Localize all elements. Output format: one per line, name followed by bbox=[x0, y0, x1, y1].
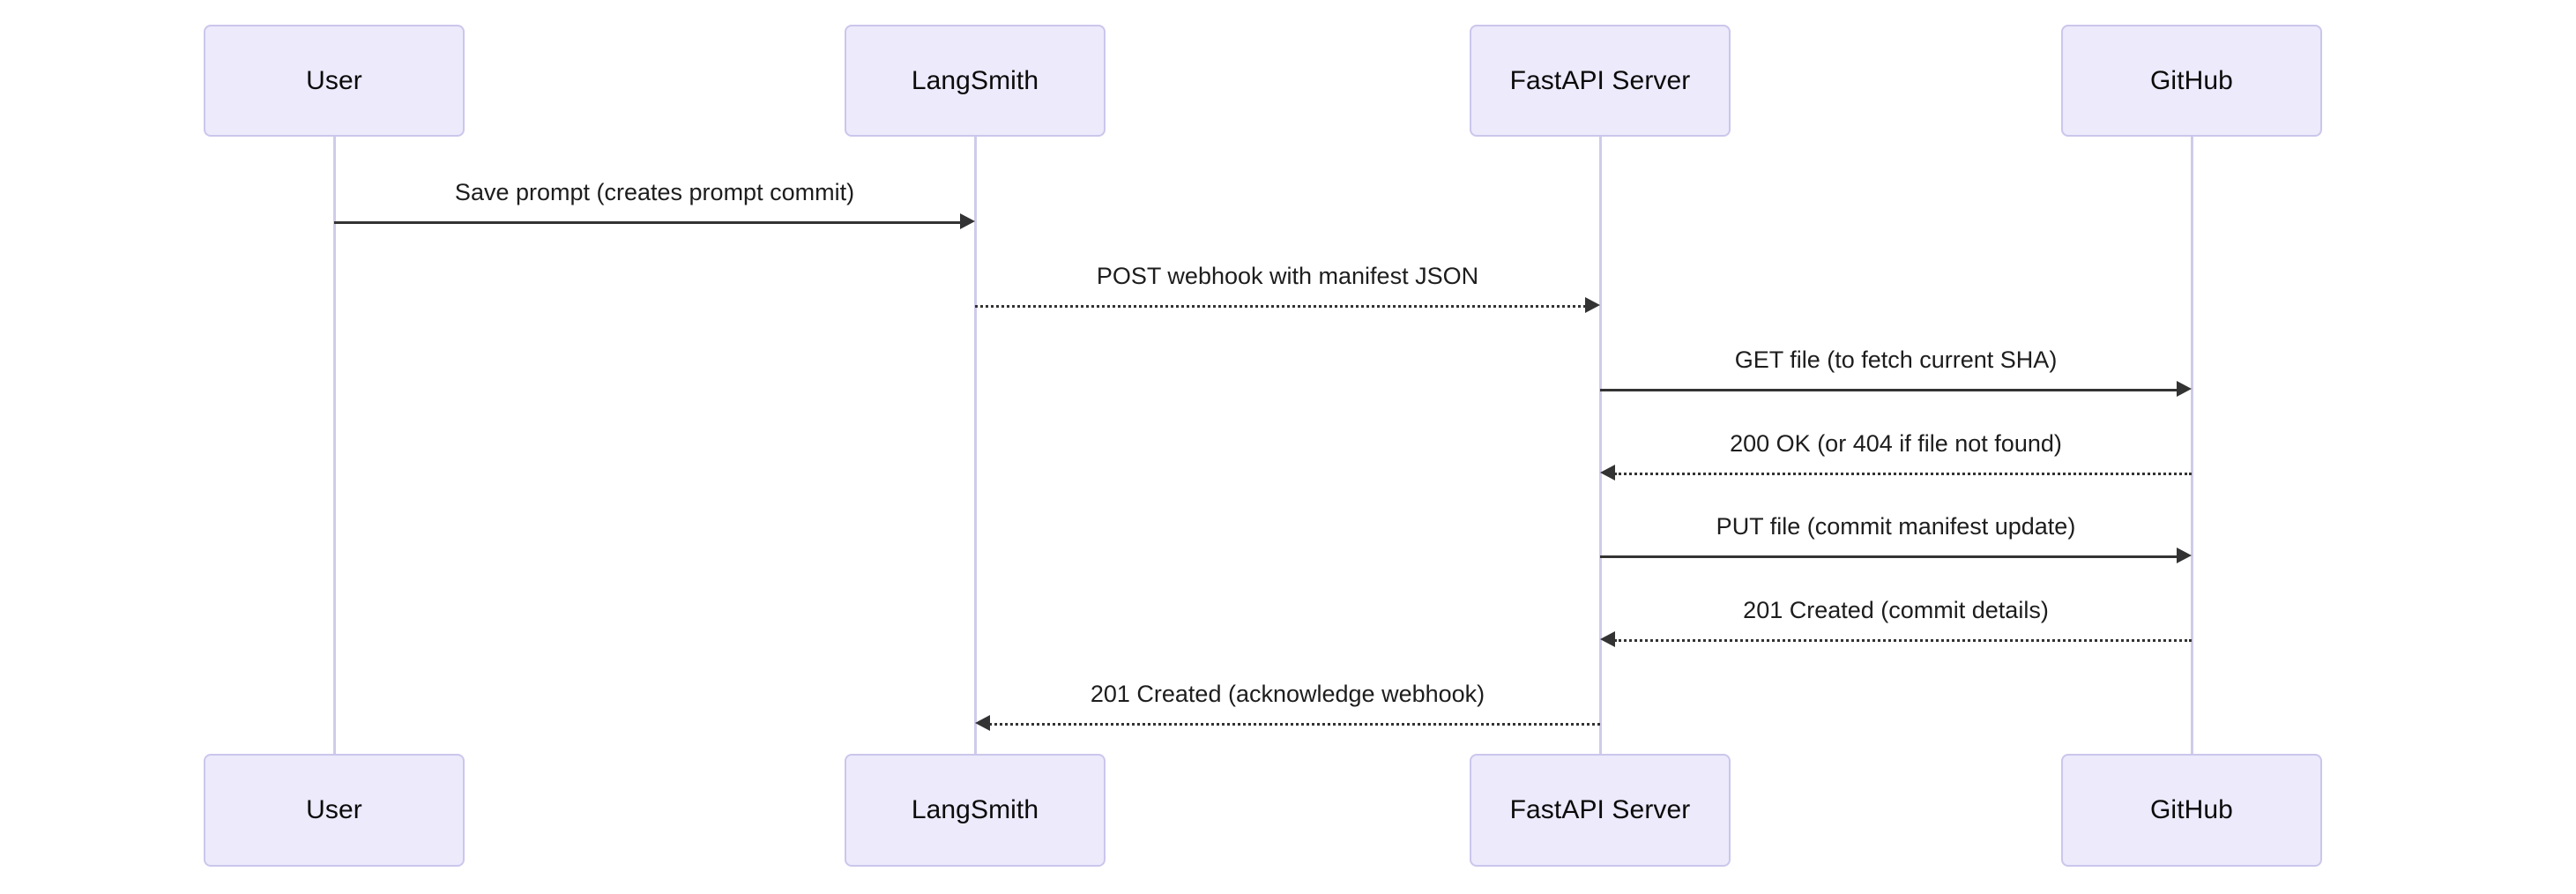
message-label: 201 Created (acknowledge webhook) bbox=[1090, 681, 1485, 707]
message-label: POST webhook with manifest JSON bbox=[1096, 263, 1479, 289]
message-label: 201 Created (commit details) bbox=[1743, 597, 2049, 623]
participant-box-fastapi-server-top[interactable]: FastAPI Server bbox=[1470, 25, 1731, 137]
lifeline-fastapi-server bbox=[1599, 137, 1602, 754]
participant-label: GitHub bbox=[2150, 65, 2233, 95]
participant-box-langsmith-top[interactable]: LangSmith bbox=[845, 25, 1106, 137]
arrowhead-icon bbox=[1585, 297, 1600, 313]
participant-label: FastAPI Server bbox=[1509, 795, 1691, 824]
participant-box-langsmith-bottom[interactable]: LangSmith bbox=[845, 754, 1106, 867]
message-line bbox=[975, 305, 1586, 308]
participant-box-github-bottom[interactable]: GitHub bbox=[2061, 754, 2322, 867]
message-label: GET file (to fetch current SHA) bbox=[1734, 346, 2058, 373]
arrowhead-icon bbox=[975, 715, 990, 731]
participant-label: User bbox=[306, 795, 362, 824]
message-line bbox=[1614, 639, 2192, 642]
message-line bbox=[1614, 473, 2192, 475]
message-label: 200 OK (or 404 if file not found) bbox=[1730, 430, 2062, 457]
participant-box-user-top[interactable]: User bbox=[204, 25, 465, 137]
message-line bbox=[989, 723, 1600, 726]
lifeline-user bbox=[333, 137, 336, 754]
participant-label: FastAPI Server bbox=[1509, 65, 1691, 95]
participant-box-github-top[interactable]: GitHub bbox=[2061, 25, 2322, 137]
participant-box-fastapi-server-bottom[interactable]: FastAPI Server bbox=[1470, 754, 1731, 867]
arrowhead-icon bbox=[960, 213, 975, 229]
message-label: PUT file (commit manifest update) bbox=[1716, 513, 2076, 540]
participant-label: LangSmith bbox=[911, 795, 1039, 824]
arrowhead-icon bbox=[2177, 548, 2192, 563]
message-line bbox=[1600, 389, 2178, 391]
participant-label: GitHub bbox=[2150, 795, 2233, 824]
message-line bbox=[1600, 555, 2178, 558]
arrowhead-icon bbox=[1600, 631, 1615, 647]
message-label: Save prompt (creates prompt commit) bbox=[454, 179, 855, 205]
lifeline-github bbox=[2191, 137, 2193, 754]
lifeline-langsmith bbox=[974, 137, 977, 754]
participant-label: LangSmith bbox=[911, 65, 1039, 95]
arrowhead-icon bbox=[1600, 465, 1615, 481]
participant-label: User bbox=[306, 65, 362, 95]
participant-box-user-bottom[interactable]: User bbox=[204, 754, 465, 867]
arrowhead-icon bbox=[2177, 381, 2192, 397]
message-line bbox=[334, 221, 961, 224]
